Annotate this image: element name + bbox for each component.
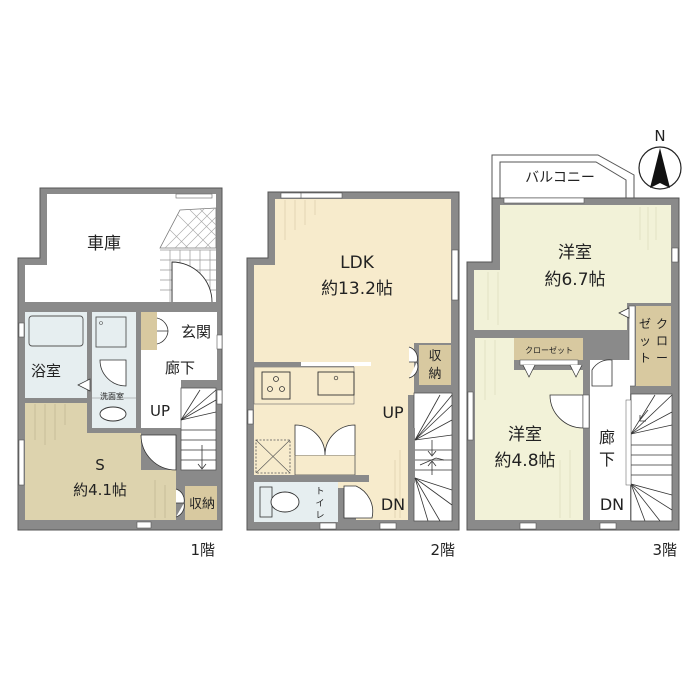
- refrigerator-space: [255, 439, 291, 474]
- label-closet-2c: ト: [639, 351, 651, 365]
- label-storage-2: 納: [428, 367, 441, 382]
- storage-floor2: [419, 345, 451, 385]
- washroom-door[interactable]: [99, 359, 127, 387]
- western-room-2: [475, 338, 583, 520]
- wash-basin: [99, 406, 127, 422]
- label-toilet-3: レ: [315, 511, 324, 521]
- storage-floor1: [185, 486, 217, 520]
- label-garage: 車庫: [87, 234, 121, 254]
- bathtub: [28, 315, 84, 347]
- label-toilet-1: ト: [315, 487, 324, 497]
- compass-north-label: N: [654, 127, 665, 145]
- label-closet-2a: ゼ: [639, 317, 651, 331]
- label-closet-1b: ロ: [656, 334, 668, 348]
- label-hallway-2: 下: [599, 450, 615, 469]
- shoe-cabinet: [141, 312, 157, 350]
- label-room-s-size: 約4.1帖: [73, 481, 127, 499]
- hallway-floor3: [590, 386, 630, 520]
- hallway-door[interactable]: [591, 359, 613, 387]
- closet-large: [636, 306, 671, 386]
- label-hallway: 廊下: [165, 359, 195, 377]
- label-storage-1: 収: [428, 349, 441, 364]
- label-balcony: バルコニー: [525, 170, 595, 186]
- label-room-s: S: [95, 456, 105, 474]
- label-entrance: 玄関: [181, 323, 211, 341]
- label-stairs-down: DN: [600, 495, 624, 514]
- label-stairs-up: UP: [150, 402, 170, 420]
- western-room-1: [474, 205, 671, 330]
- hallway: [141, 350, 217, 380]
- label-bathroom: 浴室: [31, 362, 61, 380]
- label-ldk: LDK: [340, 253, 375, 273]
- stove: [261, 371, 291, 400]
- label-hallway-1: 廊: [599, 428, 615, 447]
- kitchen-sink: [317, 371, 355, 396]
- entrance-door[interactable]: [171, 261, 213, 303]
- label-western-room-2: 洋室: [508, 425, 542, 445]
- label-stairs-down: DN: [381, 495, 405, 514]
- label-toilet-2: イ: [315, 499, 324, 509]
- stairs-floor1[interactable]: [180, 387, 217, 471]
- room-s: [25, 403, 176, 520]
- label-floor3: 3階: [652, 541, 677, 559]
- label-closet-2b: ッ: [639, 334, 651, 348]
- washing-machine: [95, 316, 127, 348]
- toilet-door[interactable]: [343, 485, 374, 519]
- label-closet-1c: ー: [656, 351, 668, 365]
- room-s-door[interactable]: [140, 434, 177, 471]
- label-western-room-2-size: 約4.8帖: [494, 451, 555, 471]
- closet-small: [514, 338, 583, 360]
- stairs-floor3[interactable]: [630, 393, 673, 522]
- label-stairs-up: UP: [382, 403, 404, 422]
- label-western-room-1: 洋室: [558, 243, 592, 263]
- label-closet-1a: ク: [656, 317, 668, 331]
- label-floor2: 2階: [430, 541, 455, 559]
- label-storage: 収納: [189, 497, 215, 512]
- toilet: [270, 491, 300, 513]
- floor-3: バルコニー 洋室 約6.7帖 クローゼット ク ロ ー ゼ ッ ト 洋室 約4.…: [466, 154, 680, 559]
- label-floor1: 1階: [190, 541, 215, 559]
- floor-2: LDK 約13.2帖 収 納 UP DN ト イ レ 2階: [246, 191, 460, 559]
- label-washroom: 洗面室: [100, 391, 124, 401]
- garage: [25, 194, 160, 302]
- label-closet-small: クローゼット: [525, 345, 573, 355]
- label-ldk-size: 約13.2帖: [321, 279, 393, 299]
- stairs-floor2[interactable]: [413, 392, 453, 522]
- label-western-room-1-size: 約6.7帖: [544, 270, 605, 290]
- floor-1: 車庫 玄関 廊下 浴室 洗面室 UP S 約4.1帖 収納 1階: [17, 187, 223, 559]
- compass-icon: N: [638, 127, 682, 190]
